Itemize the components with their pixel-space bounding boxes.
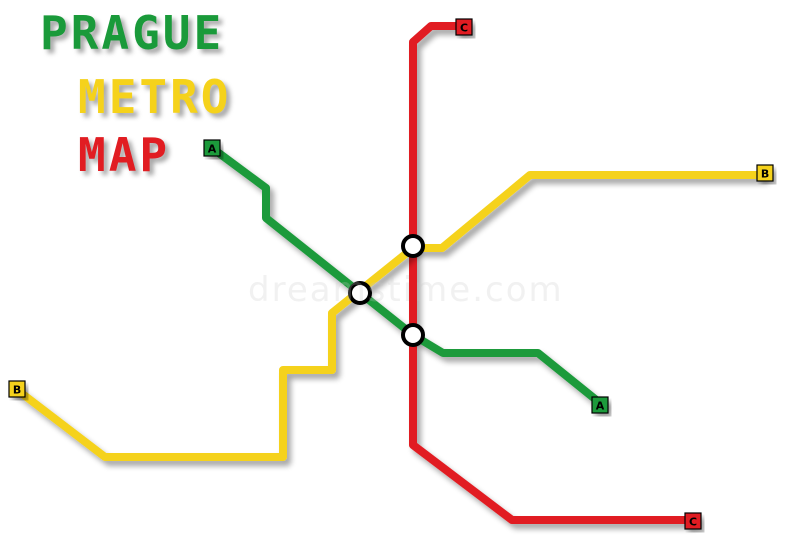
terminal-a-north[interactable]: A [203,139,221,157]
terminal-a-north-label: A [208,143,217,156]
watermark: dreamstime.com [248,270,564,310]
title-prague: PRAGUE [40,6,225,60]
terminal-b-east-label: B [761,168,769,181]
terminal-a-south[interactable]: A [591,396,609,414]
metro-line-b [12,171,766,461]
terminal-b-east[interactable]: B [756,164,774,182]
terminal-c-north-label: C [460,22,468,35]
transfer-station-a-b[interactable] [348,281,372,305]
terminal-c-south[interactable]: C [684,512,702,530]
title-map: MAP [78,128,171,182]
title-metro: METRO [78,70,232,124]
transfer-station-b-c[interactable] [401,234,425,258]
terminal-c-south-label: C [689,516,697,529]
terminal-b-west-label: B [13,384,21,397]
transfer-station-a-c[interactable] [401,323,425,347]
terminal-c-north[interactable]: C [455,18,473,36]
terminal-a-south-label: A [596,400,605,413]
terminal-b-west[interactable]: B [8,380,26,398]
